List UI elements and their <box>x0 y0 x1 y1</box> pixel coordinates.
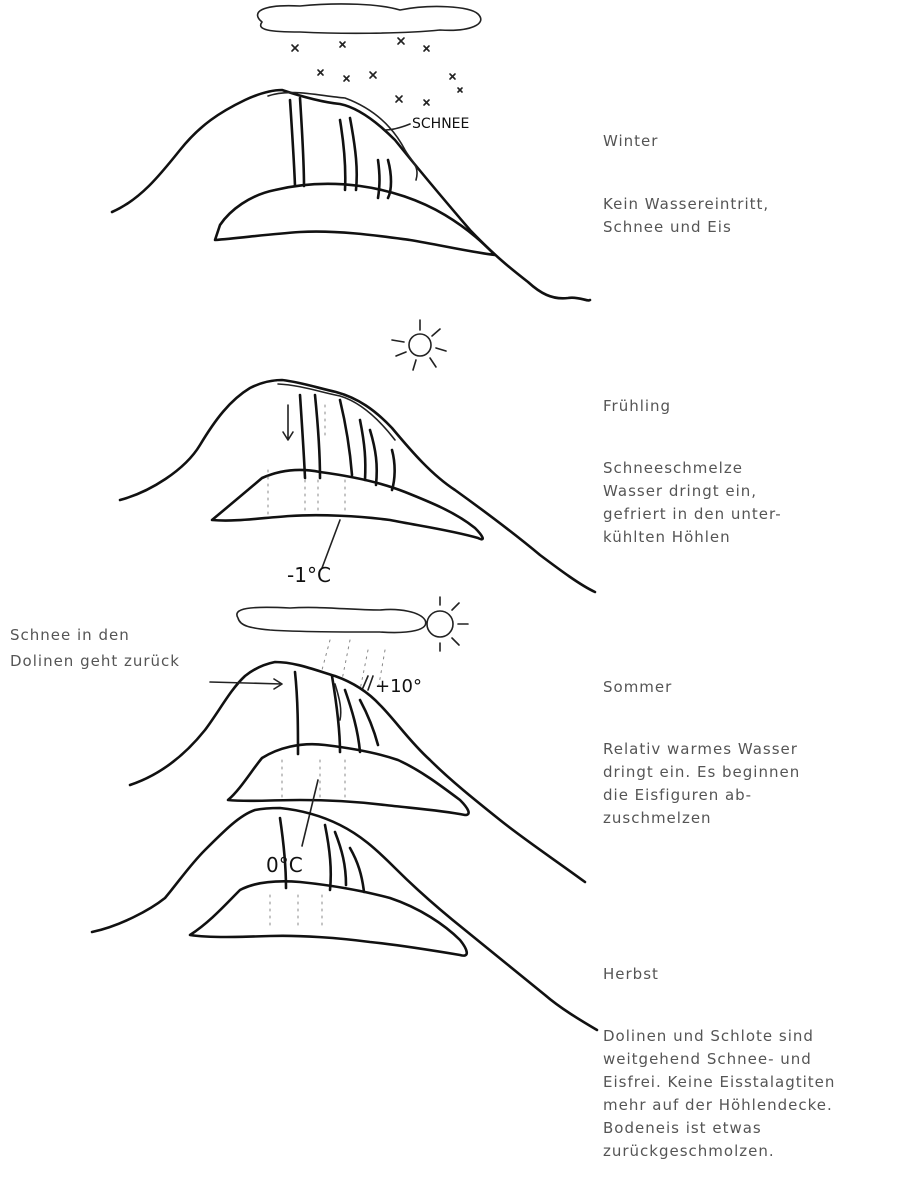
autumn-description-line: Bodeneis ist etwas <box>603 1117 835 1140</box>
spring-description-line: Schneeschmelze <box>603 457 782 480</box>
summer-description-line: die Eisfiguren ab- <box>603 784 800 807</box>
winter-title: Winter <box>603 132 658 150</box>
winter-cave <box>215 184 495 255</box>
autumn-mountain-outline <box>92 808 597 1030</box>
summer-mountain-outline <box>130 662 585 882</box>
summer-side-note-line: Schnee in den <box>10 622 180 648</box>
spring-description-line: gefriert in den unter- <box>603 503 782 526</box>
summer-cloud <box>237 607 426 632</box>
summer-cave <box>228 744 469 815</box>
summer-title: Sommer <box>603 678 672 696</box>
winter-description-line: Kein Wassereintritt, <box>603 193 769 216</box>
summer-air-pointer <box>362 676 373 690</box>
winter-shaft-3 <box>378 160 391 198</box>
winter-shaft-2 <box>340 118 357 190</box>
summer-shaft-1 <box>295 672 340 754</box>
summer-sun-rays <box>440 597 468 651</box>
winter-sketch: SCHNEE <box>112 4 590 300</box>
spring-sketch: -1°C <box>120 320 595 592</box>
spring-description-line: kühlten Höhlen <box>603 526 782 549</box>
winter-description: Kein Wassereintritt, Schnee und Eis <box>603 193 769 239</box>
summer-description-line: zuschmelzen <box>603 807 800 830</box>
spring-title: Frühling <box>603 397 671 415</box>
autumn-description-line: weitgehend Schnee- und <box>603 1048 835 1071</box>
summer-drips <box>282 760 345 800</box>
spring-sun-rays <box>392 320 446 370</box>
autumn-description-line: zurückgeschmolzen. <box>603 1140 835 1163</box>
summer-description: Relativ warmes Wasser dringt ein. Es beg… <box>603 738 800 830</box>
spring-temperature-pointer <box>322 520 340 568</box>
spring-shaft-2 <box>340 400 365 480</box>
spring-description: Schneeschmelze Wasser dringt ein, gefrie… <box>603 457 782 549</box>
spring-mountain-outline <box>120 380 595 592</box>
winter-cloud <box>258 4 481 33</box>
summer-side-note-line: Dolinen geht zurück <box>10 648 180 674</box>
autumn-description-line: mehr auf der Höhlendecke. <box>603 1094 835 1117</box>
spring-drips <box>268 405 345 515</box>
autumn-drips <box>270 895 322 930</box>
summer-sketch: +10° 0°C <box>130 597 585 882</box>
winter-description-line: Schnee und Eis <box>603 216 769 239</box>
summer-side-note: Schnee in den Dolinen geht zurück <box>10 622 180 674</box>
autumn-description-line: Eisfrei. Keine Eisstalagtiten <box>603 1071 835 1094</box>
spring-sun-icon <box>409 334 431 356</box>
winter-shaft-1 <box>290 98 304 186</box>
schnee-label: SCHNEE <box>412 116 469 132</box>
autumn-description: Dolinen und Schlote sind weitgehend Schn… <box>603 1025 835 1163</box>
summer-description-line: dringt ein. Es beginnen <box>603 761 800 784</box>
summer-description-line: Relativ warmes Wasser <box>603 738 800 761</box>
summer-air-temperature-label: +10° <box>375 676 422 697</box>
autumn-description-line: Dolinen und Schlote sind <box>603 1025 835 1048</box>
summer-sun-icon <box>427 611 453 637</box>
autumn-sketch <box>92 808 597 1030</box>
autumn-cave <box>190 881 467 955</box>
spring-drip-arrow <box>283 405 293 440</box>
autumn-shaft-2 <box>335 832 364 892</box>
autumn-title: Herbst <box>603 965 659 983</box>
spring-temperature-label: -1°C <box>287 563 331 587</box>
spring-shaft-1 <box>300 395 320 478</box>
spring-description-line: Wasser dringt ein, <box>603 480 782 503</box>
summer-side-note-arrow <box>210 679 282 689</box>
